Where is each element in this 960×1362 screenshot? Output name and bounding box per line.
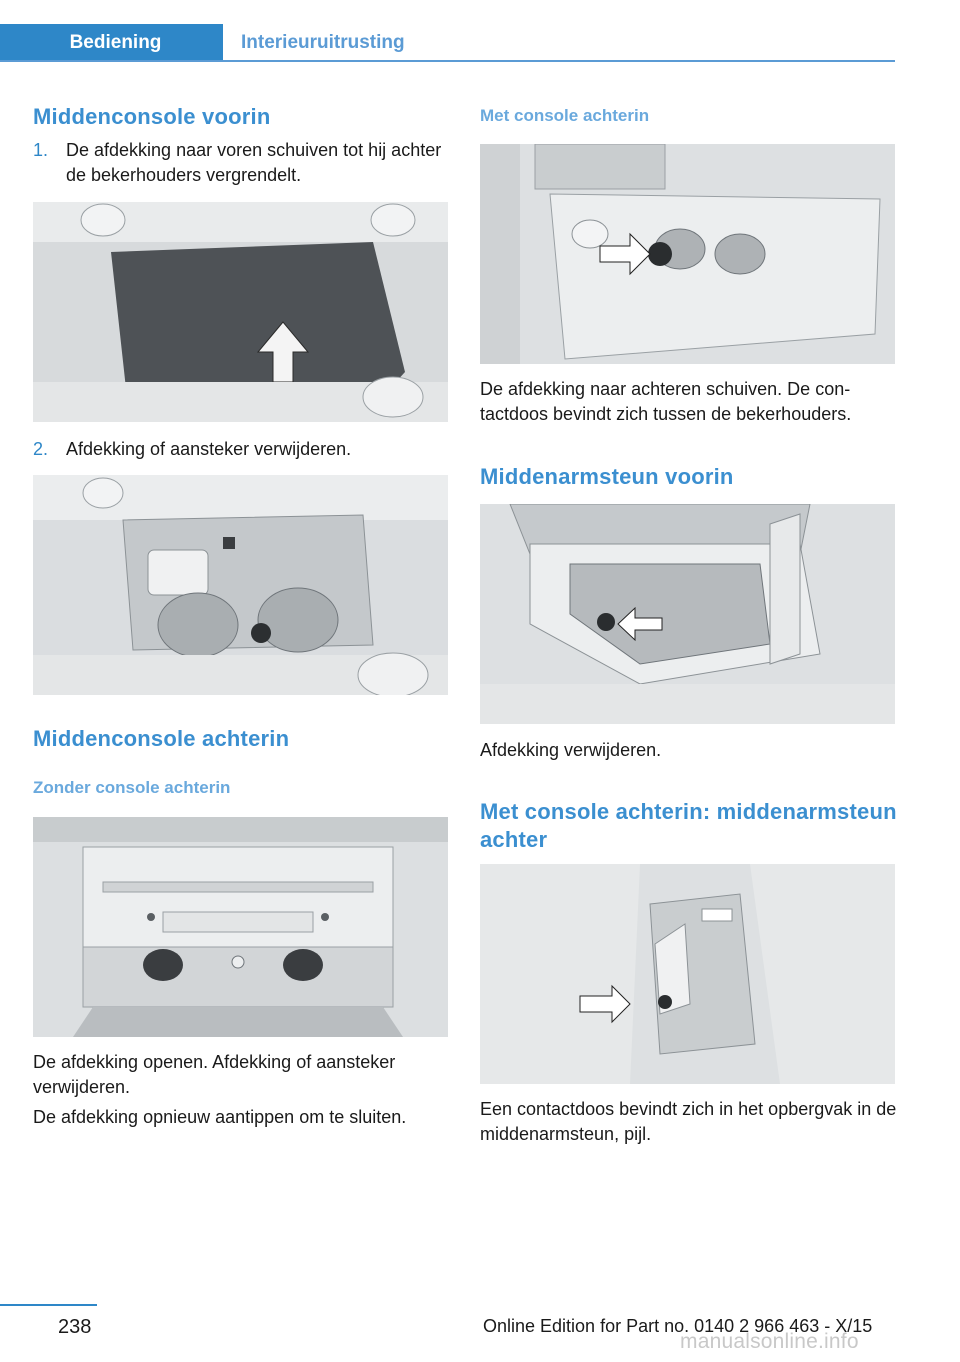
figure-front-armrest <box>480 504 895 724</box>
header-rule <box>0 60 895 62</box>
step-number: 1. <box>33 140 49 160</box>
section-title-middenconsole-achterin: Middenconsole achterin <box>33 726 290 751</box>
figure-cupholders-socket <box>33 475 448 695</box>
paragraph-socket-in-armrest: Een contactdoos bevindt zich in het opbe… <box>480 1099 897 1144</box>
edition-note: Online Edition for Part no. 0140 2 966 4… <box>483 1316 873 1336</box>
step-text: De afdekking naar voren schuiven tot hij… <box>66 140 442 185</box>
watermark: manualsonline.info <box>680 1330 859 1353</box>
subsection-title-met-console: Met console achterin <box>480 106 650 125</box>
section-title-middenconsole-voorin: Middenconsole voorin <box>33 104 271 129</box>
footer-rule <box>0 1304 97 1306</box>
tab-interieuruitrusting[interactable]: Interieuruitrusting <box>241 32 405 53</box>
page-number: 238 <box>58 1316 92 1338</box>
section-title-met-console-armrest: Met console achterin: middenarmsteun ach… <box>480 799 897 852</box>
tab-bediening[interactable]: Bediening <box>0 24 223 62</box>
subsection-title-zonder-console: Zonder console achterin <box>33 778 231 797</box>
page-header: Bediening Interieuruitrusting <box>0 24 895 62</box>
figure-rear-console-without <box>33 817 448 1037</box>
step-number: 2. <box>33 439 49 459</box>
figure-rear-console-with <box>480 144 895 364</box>
figure-console-cover-slide <box>33 202 448 422</box>
paragraph-open-cover: De afdekking openen. Afdekking of aanste… <box>33 1052 396 1097</box>
figure-rear-armrest <box>480 864 895 1084</box>
paragraph-close-cover: De afdekking opnieuw aantippen om te slu… <box>33 1107 407 1127</box>
section-title-middenarmsteun-voorin: Middenarmsteun voorin <box>480 464 734 489</box>
step-text: Afdekking of aansteker verwijderen. <box>66 439 352 459</box>
paragraph-slide-back: De afdekking naar achteren schuiven. De … <box>480 379 852 424</box>
paragraph-remove-cover: Afdekking verwijderen. <box>480 740 662 760</box>
